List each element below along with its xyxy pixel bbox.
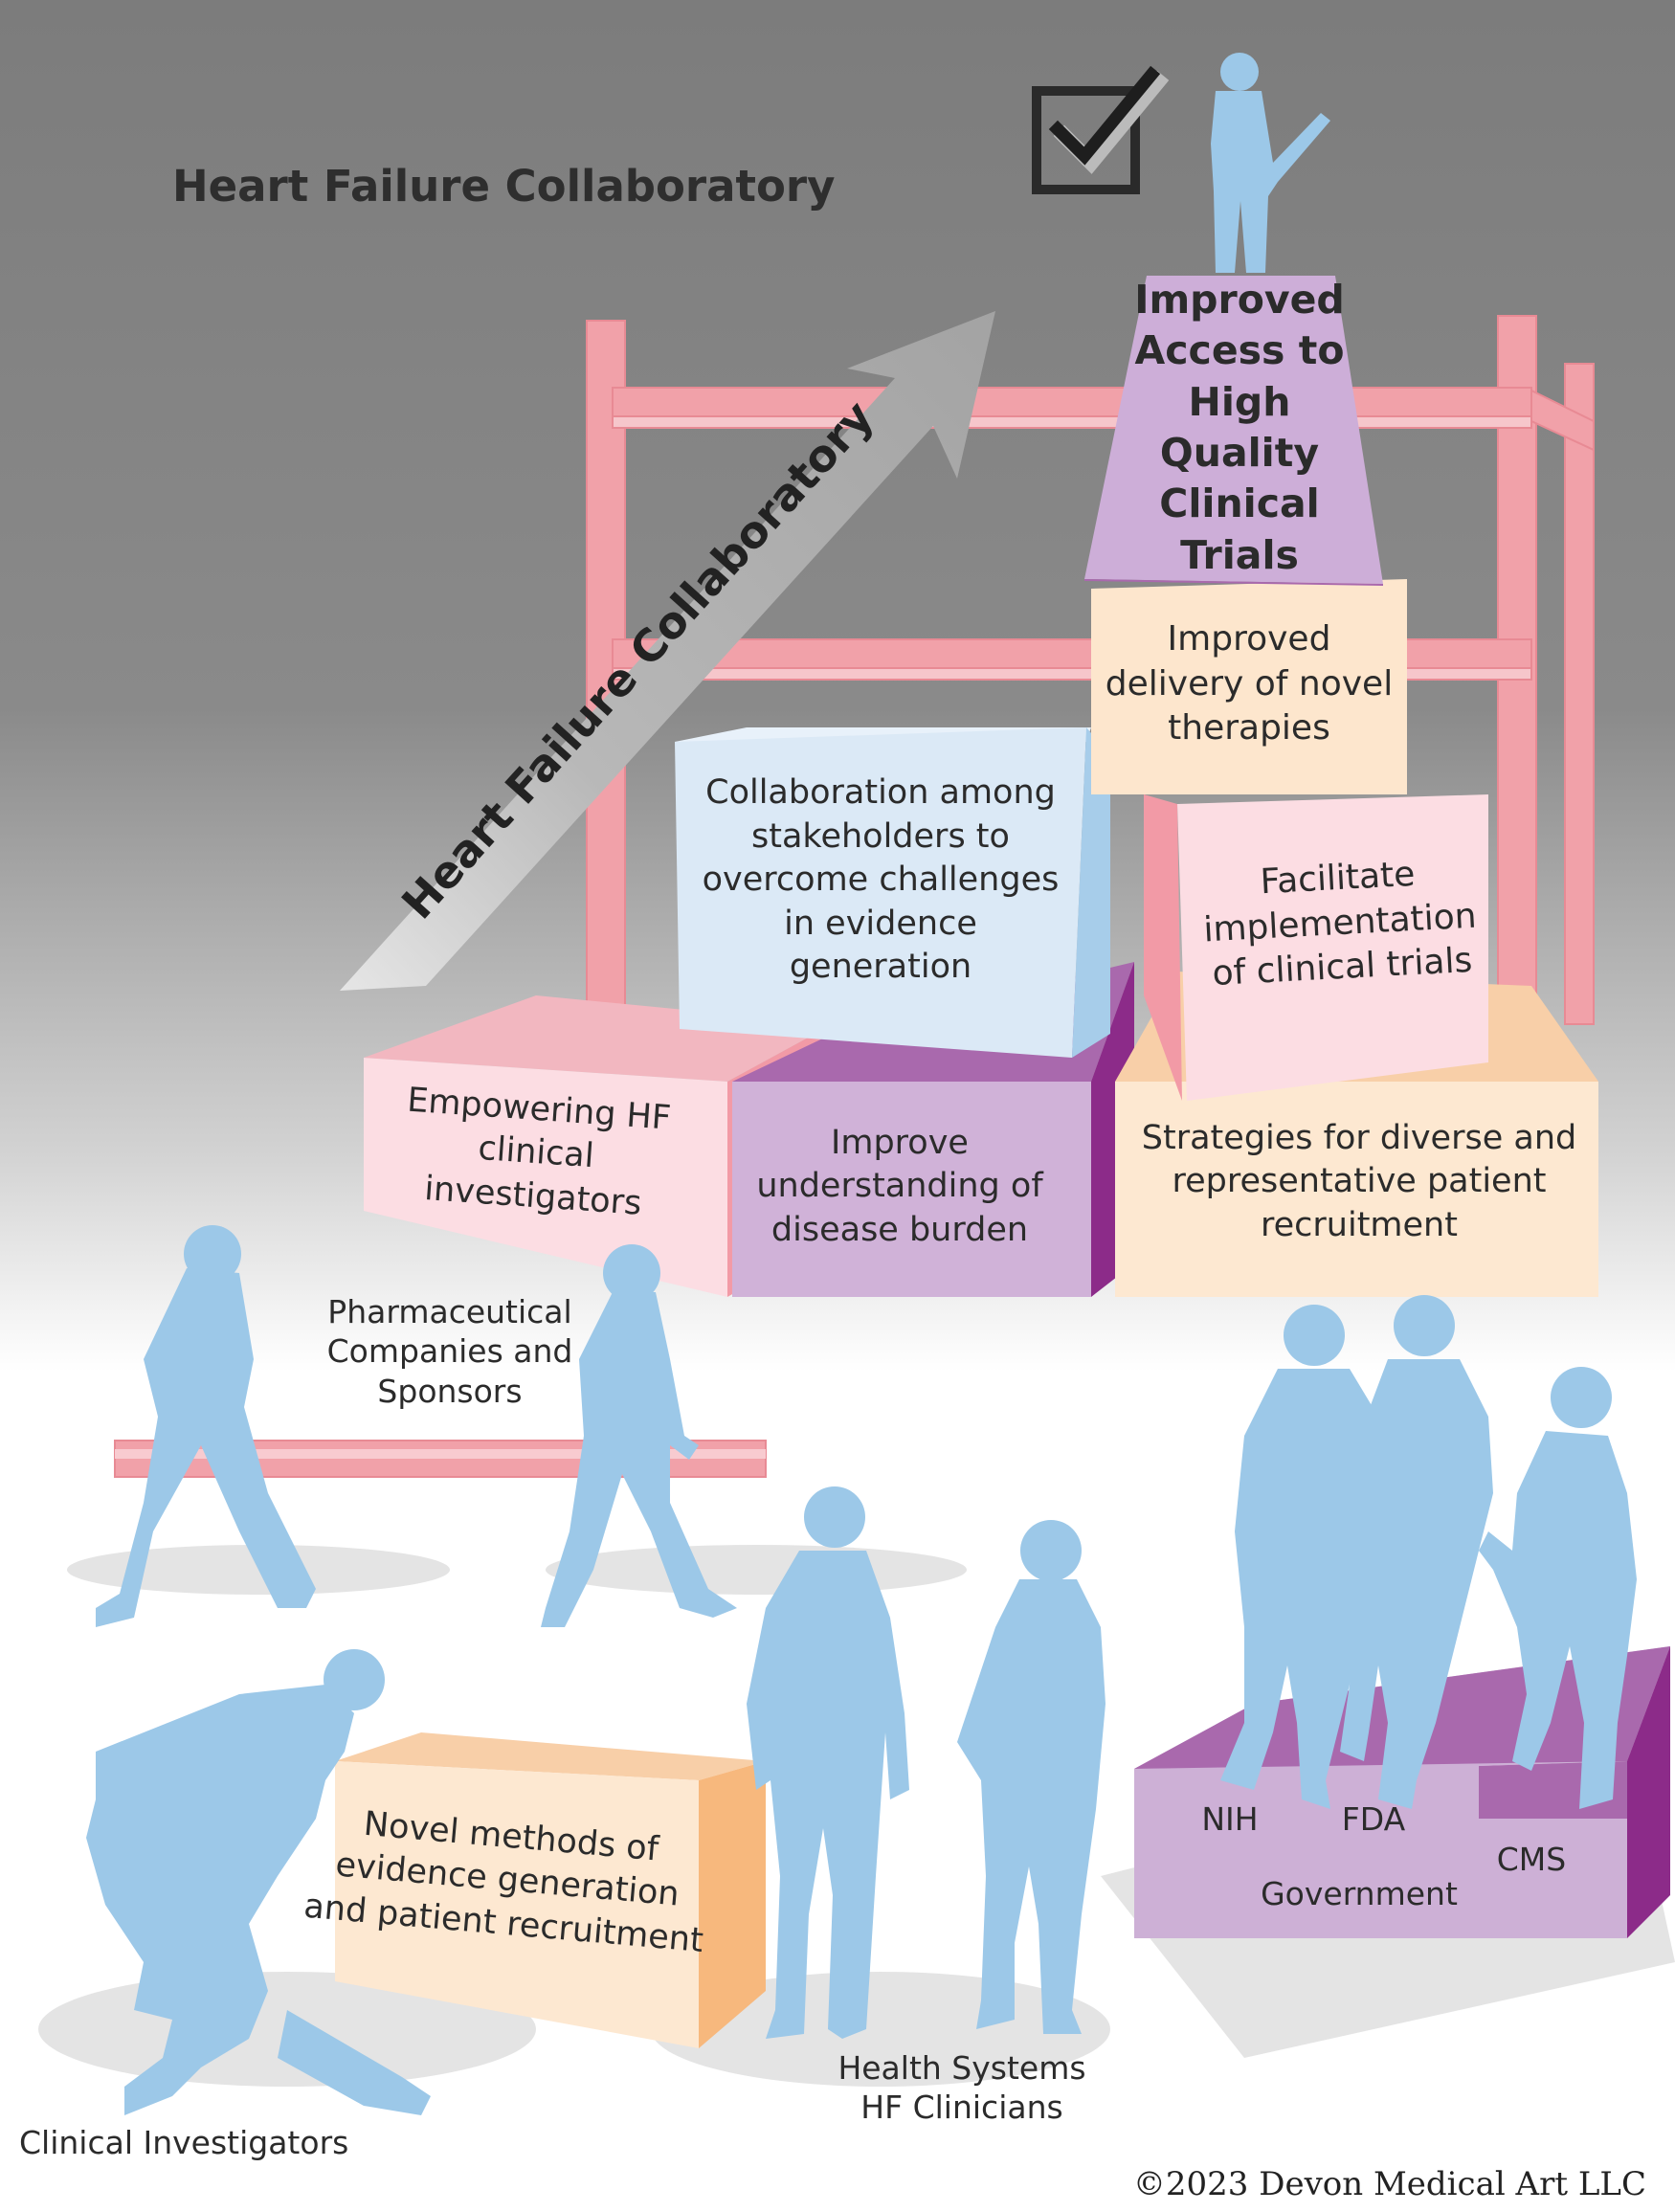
checkbox-check-icon	[1032, 65, 1170, 194]
understanding-label: Improve understanding of disease burden	[756, 1123, 1043, 1249]
goal-label: Improved Access to High Quality Clinical…	[1134, 277, 1345, 578]
person-walking-2	[541, 1244, 737, 1627]
person-walking-1	[96, 1225, 316, 1627]
empowering-label: Empowering HF clinical investigators	[406, 1081, 673, 1223]
growth-arrow-icon	[340, 311, 995, 991]
facilitate-label: Facilitate implementation of clinical tr…	[1202, 854, 1478, 994]
cms-label: CMS	[1496, 1841, 1567, 1878]
government-label: Government	[1261, 1875, 1458, 1912]
clinical-investigators-label: Clinical Investigators	[19, 2124, 349, 2161]
fda-label: FDA	[1341, 1800, 1406, 1838]
novel-methods-label: Novel methods of evidence generation and…	[302, 1804, 705, 1960]
block-delivery	[1091, 579, 1407, 794]
block-collaboration	[675, 727, 1110, 1058]
collaboration-label: Collaboration among stakeholders to over…	[702, 773, 1060, 987]
pharma-label: Pharmaceutical Companies and Sponsors	[326, 1293, 573, 1410]
health-systems-label: Health Systems HF Clinicians	[838, 2049, 1086, 2127]
delivery-label: Improved delivery of novel therapies	[1105, 618, 1394, 749]
block-novel-methods	[335, 1732, 766, 2048]
block-facilitate	[1144, 794, 1488, 1101]
nih-label: NIH	[1201, 1800, 1259, 1838]
page-title: Heart Failure Collaboratory	[172, 161, 836, 212]
person-standing-1	[747, 1486, 909, 2039]
strategies-label: Strategies for diverse and representativ…	[1141, 1118, 1577, 1244]
person-gov-2	[1340, 1295, 1493, 1809]
person-supervisor	[1211, 53, 1330, 273]
person-bending	[86, 1649, 431, 2115]
copyright: ©2023 Devon Medical Art LLC	[1132, 2165, 1646, 2203]
person-gov-1	[1220, 1305, 1383, 1809]
block-goal	[1084, 276, 1383, 586]
person-standing-2	[957, 1520, 1106, 2034]
person-gov-3	[1479, 1367, 1637, 1809]
